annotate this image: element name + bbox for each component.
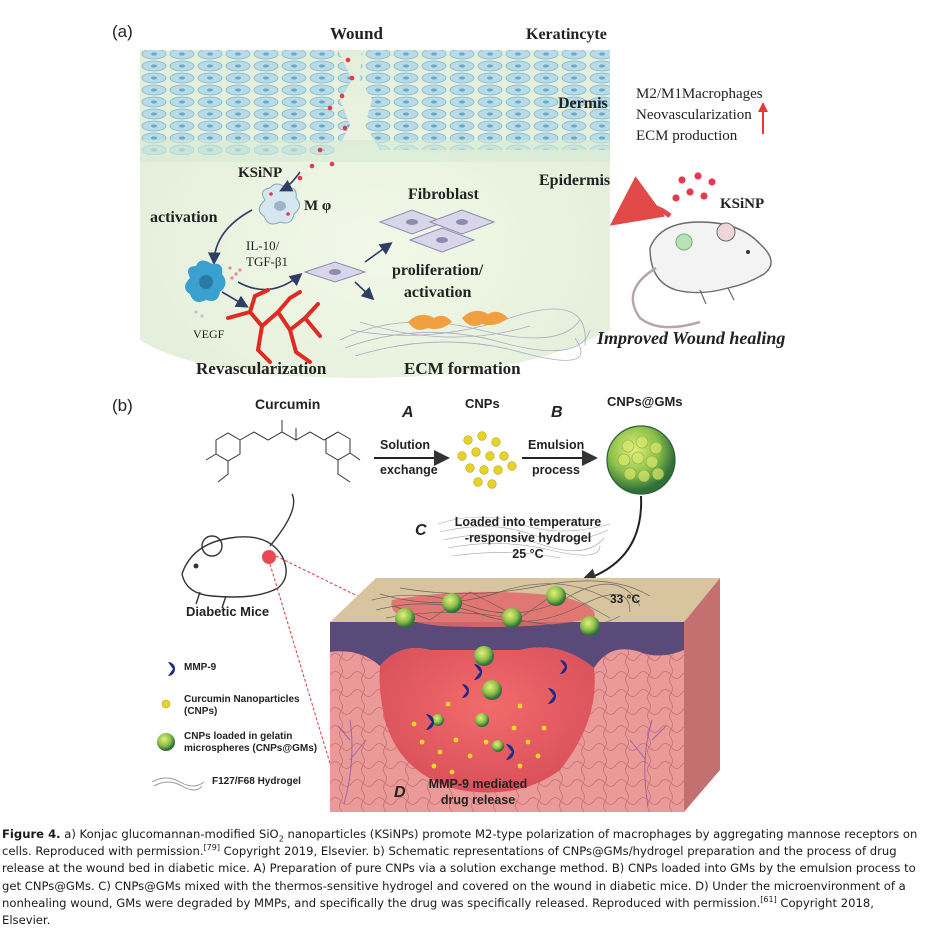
panel-a — [140, 50, 772, 378]
emulsion-label: Emulsion — [528, 438, 585, 452]
arrow-ksinp-to-macrophage — [279, 171, 301, 192]
step-d-label: D — [394, 784, 406, 801]
step-c-label: C — [415, 522, 427, 539]
caption-part-2: nanoparticles (KSiNPs) promote M2-type p… — [2, 827, 918, 859]
curcumin-structure — [205, 420, 361, 483]
mouse-illustration — [631, 221, 772, 329]
keratincyte-label: Keratincyte — [526, 26, 607, 43]
mmp-release-text-2: drug release — [440, 793, 516, 807]
proliferation-label: proliferation/ activation — [392, 260, 483, 304]
arrow-gm-to-wound — [580, 495, 643, 584]
loaded-text-2: -responsive hydrogel — [464, 531, 592, 545]
legend-mmp9-icon — [168, 662, 175, 676]
improved-healing-label: Improved Wound healing — [597, 328, 786, 348]
cnps-cluster — [457, 431, 517, 489]
vegf-label: VEGF — [193, 327, 225, 341]
ksinp-label-right: KSiNP — [720, 196, 765, 212]
dermis-band — [140, 140, 610, 162]
proliferation-text: proliferation/ — [392, 262, 484, 279]
gm-sphere — [606, 425, 676, 495]
arrow-fibroblast-up — [364, 242, 393, 263]
legend-cnp-text-1: Curcumin Nanoparticles — [184, 694, 300, 705]
fibroblast-label: Fibroblast — [408, 186, 479, 203]
mmp-release-text-1: MMP-9 mediated — [428, 777, 528, 791]
caption-ref-2: [61] — [760, 894, 777, 904]
curcumin-label: Curcumin — [255, 396, 321, 412]
panel-a-label: (a) — [112, 22, 133, 41]
solution-label: Solution — [380, 438, 430, 452]
tgf-label: TGF-β1 — [246, 254, 289, 269]
macrophage-cell — [258, 183, 300, 225]
blood-vessels — [226, 288, 322, 364]
ksinp-label-left: KSiNP — [238, 165, 283, 181]
activation-label: activation — [150, 209, 218, 226]
mmp-release-label: MMP-9 mediated drug release — [418, 776, 538, 808]
legend-icons — [151, 662, 205, 791]
step-b-label: B — [551, 404, 563, 421]
ksinp-dots-wound — [297, 57, 355, 181]
zoom-line-bottom — [269, 563, 339, 791]
arrow-ksinp-to-mouse — [609, 176, 672, 226]
cytokine-label: IL-10/ TGF-β1 — [246, 238, 288, 270]
gms-on-hydrogel — [395, 586, 600, 752]
diabetic-mouse — [181, 493, 295, 609]
cnps-label: CNPs — [465, 396, 500, 411]
ecm-fibers — [339, 308, 591, 361]
tissue-block — [330, 578, 720, 812]
caption-part-1: a) Konjac glucomannan-modified SiO — [60, 827, 279, 841]
legend-gm-text-2: microspheres (CNPs@GMs) — [184, 743, 318, 754]
step-a-label: A — [402, 404, 414, 421]
keratinocyte-layer-left — [140, 50, 352, 155]
legend-gm-icon — [157, 733, 175, 751]
ksinp-dots-mouse — [672, 172, 716, 202]
cnps-gms-label: CNPs@GMs — [607, 394, 683, 409]
mmp9-molecules — [426, 660, 567, 760]
fibroblast-nuclei — [329, 219, 468, 275]
arrow-to-vessels — [221, 291, 249, 308]
loaded-text-1: Loaded into temperature — [454, 515, 602, 529]
epidermis-label: Epidermis — [539, 172, 611, 189]
ecm-formation-label: ECM formation — [404, 359, 521, 378]
hydrogel-patch — [437, 516, 611, 559]
process-label: process — [532, 463, 580, 477]
macrophage-label: M φ — [304, 198, 332, 214]
wound-label: Wound — [330, 24, 383, 43]
legend-hydrogel-text: F127/F68 Hydrogel — [212, 776, 301, 787]
legend-cnp-text-2: (CNPs) — [184, 706, 218, 717]
figure-caption: Figure 4. a) Konjac glucomannan-modified… — [2, 826, 920, 929]
legend-mmp9-text: MMP-9 — [184, 662, 217, 673]
activated-macrophage — [185, 260, 242, 318]
panel-b — [151, 420, 720, 812]
legend-cnp-icon — [161, 699, 171, 709]
caption-sub-1: 2 — [278, 834, 284, 844]
il10-label: IL-10/ — [246, 238, 280, 253]
legend-gm-text-1: CNPs loaded in gelatin — [184, 731, 293, 742]
effect-macrophages: M2/M1Macrophages — [636, 86, 763, 102]
panel-b-label: (b) — [112, 396, 133, 415]
activation2-text: activation — [403, 284, 472, 301]
exchange-label: exchange — [380, 463, 438, 477]
effect-neovascularization: Neovascularization — [636, 107, 752, 123]
dermis-label: Dermis — [558, 95, 608, 112]
arrow-activation — [207, 209, 253, 266]
caption-ref-1: [79] — [203, 843, 220, 853]
arrow-fibroblast-down — [354, 281, 375, 301]
caption-part-4: Copyright 2018, Elsevier. — [2, 895, 874, 928]
caption-part-3: Copyright 2019, Elsevier. b) Schematic r… — [2, 844, 916, 910]
caption-label: Figure 4. — [2, 827, 61, 841]
activated-fibroblasts — [408, 310, 508, 330]
legend-gm-text: CNPs loaded in gelatin microspheres (CNP… — [184, 731, 317, 755]
legend-cnp-text: Curcumin Nanoparticles (CNPs) — [184, 694, 300, 718]
revascularization-label: Revascularization — [196, 359, 327, 378]
temp-33-label: 33 °C — [610, 592, 641, 606]
released-cnps — [411, 701, 547, 775]
legend-hydrogel-icon — [151, 777, 205, 791]
keratinocyte-layer-right — [360, 50, 610, 150]
effects-list: M2/M1Macrophages Neovascularization ECM … — [636, 84, 763, 147]
effect-ecm: ECM production — [636, 128, 738, 144]
diabetic-mice-label: Diabetic Mice — [186, 604, 270, 619]
temp-25-label: 25 °C — [512, 547, 544, 561]
loaded-hydrogel-label: Loaded into temperature -responsive hydr… — [444, 514, 612, 562]
